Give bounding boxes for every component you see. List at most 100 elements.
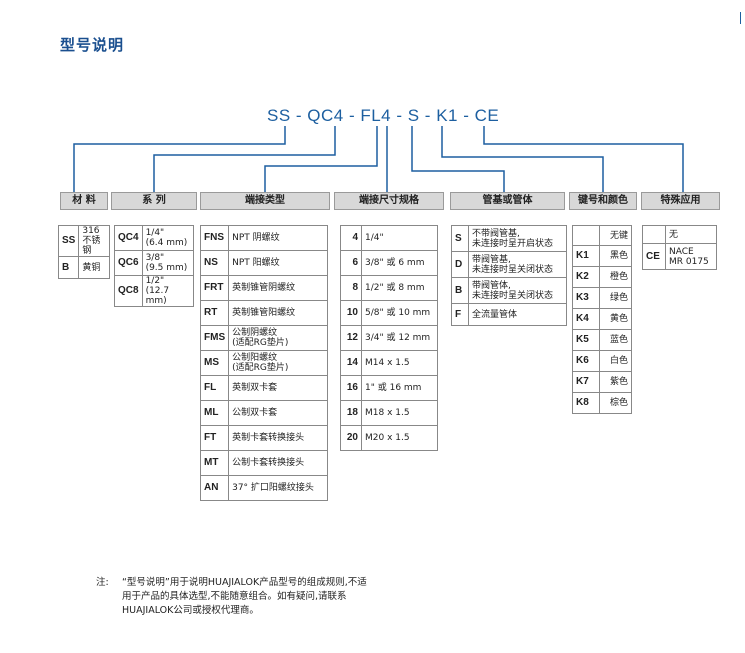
end-type-desc: 英制双卡套 [228, 375, 328, 401]
key-desc: 绿色 [599, 287, 632, 309]
tube-desc-line2: 未连接时呈关闭状态 [472, 290, 554, 301]
series-code: QC8 [114, 275, 143, 307]
connector-series [153, 126, 336, 192]
series-desc-line2: (9.5 mm) [145, 263, 188, 273]
end-size-desc: 3/4" 或 12 mm [361, 325, 438, 351]
tube-desc-line1: 带阀管体, [472, 280, 511, 291]
series-desc-line1: 3/8" [145, 253, 165, 263]
series-desc-line1: 1/2" [145, 276, 165, 286]
end-type-desc: NPT 阳螺纹 [228, 250, 328, 276]
tube-desc: 带阀管体,未连接时呈关闭状态 [468, 277, 567, 304]
end-size-desc: 5/8" 或 10 mm [361, 300, 438, 326]
key-desc: 黄色 [599, 308, 632, 330]
end-type-desc: 公制阳螺纹(适配RG垫片) [228, 350, 328, 376]
key-desc: 白色 [599, 350, 632, 372]
series-desc: 3/8"(9.5 mm) [141, 250, 195, 276]
key-desc: 棕色 [599, 392, 632, 414]
tube-desc: 带阀管基,未连接时呈关闭状态 [468, 251, 567, 278]
header-tube: 管基或管体 [450, 192, 565, 210]
end-type-desc: 公制双卡套 [228, 400, 328, 426]
header-end-size: 端接尺寸规格 [334, 192, 444, 210]
key-code: K3 [572, 287, 600, 309]
page-title: 型号说明 [60, 36, 125, 54]
connector-key [441, 126, 604, 192]
end-type-desc: 37° 扩口阳螺纹接头 [228, 475, 328, 501]
end-type-code: MT [199, 450, 230, 476]
end-type-desc: 英制卡套转换接头 [228, 425, 328, 451]
end-type-code: FNS [199, 225, 230, 251]
header-end-type: 端接类型 [200, 192, 330, 210]
end-size-desc: 3/8" 或 6 mm [361, 250, 438, 276]
table-row: QC6 3/8"(9.5 mm) [114, 250, 195, 276]
end-type-desc: 公制阴螺纹(适配RG垫片) [228, 325, 328, 351]
special-desc-line1: NACE [669, 246, 694, 257]
series-code: QC6 [114, 250, 143, 276]
special-desc-line2: MR 0175 [669, 256, 709, 267]
connector-special [483, 126, 684, 192]
end-size-desc: M18 x 1.5 [361, 400, 438, 426]
end-type-desc: 公制卡套转换接头 [228, 450, 328, 476]
header-material: 材 料 [60, 192, 108, 210]
end-type-code: NS [199, 250, 230, 276]
material-code: SS [57, 225, 80, 257]
special-desc: 无 [665, 225, 717, 244]
end-size-desc: M20 x 1.5 [361, 425, 438, 451]
tube-code: F [451, 303, 469, 326]
key-desc: 蓝色 [599, 329, 632, 351]
end-type-code: MS [199, 350, 230, 376]
table-row: 无键 [572, 225, 632, 246]
tube-desc-line1: 带阀管基, [472, 254, 511, 265]
end-type-desc: 英制锥管阳螺纹 [228, 300, 328, 326]
series-desc: 1/4"(6.4 mm) [141, 225, 195, 251]
end-type-code: FL [199, 375, 230, 401]
end-size-desc: 1/4" [361, 225, 438, 251]
end-type-desc-line2: (适配RG垫片) [232, 363, 289, 373]
end-size-code: 12 [340, 325, 362, 351]
key-desc: 黑色 [599, 245, 632, 267]
special-code [642, 225, 666, 244]
key-code: K7 [572, 371, 600, 393]
key-code: K2 [572, 266, 600, 288]
tube-code: B [451, 277, 469, 304]
end-size-code: 10 [340, 300, 362, 326]
end-size-code: 14 [340, 350, 362, 376]
series-desc-line2: (12.7 mm) [145, 286, 170, 306]
key-code: K8 [572, 392, 600, 414]
key-code [572, 225, 600, 246]
tube-desc-line1: 不带阀管基, [472, 228, 520, 239]
footnote-text: “型号说明”用于说明HUAJIALOK产品型号的组成规则,不适用于产品的具体选型… [122, 577, 367, 616]
header-key: 键号和颜色 [569, 192, 637, 210]
end-type-desc-line2: (适配RG垫片) [232, 338, 289, 348]
end-type-desc-line1: 公制阴螺纹 [232, 328, 278, 338]
end-size-desc: M14 x 1.5 [361, 350, 438, 376]
end-size-code: 6 [340, 250, 362, 276]
end-size-desc: 1/2" 或 8 mm [361, 275, 438, 301]
key-desc: 紫色 [599, 371, 632, 393]
header-special: 特殊应用 [641, 192, 720, 210]
key-desc: 橙色 [599, 266, 632, 288]
